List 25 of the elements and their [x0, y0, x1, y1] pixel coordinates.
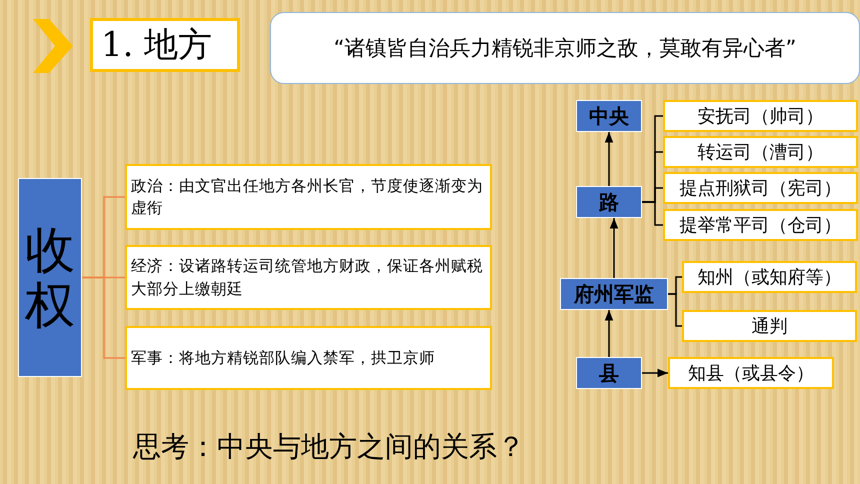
text-box: 军事：将地方精锐部队编入禁军，拱卫京师 — [125, 326, 492, 390]
text-box: 政治：由文官出任地方各州长官，节度使逐渐变为虚衔 — [125, 164, 492, 230]
text-box: 经济：设诸路转运司统管地方财政，保证各州赋税大部分上缴朝廷 — [125, 245, 492, 310]
arrow — [604, 310, 614, 357]
level-box: 中央 — [576, 100, 642, 132]
office-box: 提举常平司（仓司） — [663, 209, 858, 241]
connector-line — [82, 276, 125, 359]
connector-line — [642, 201, 663, 226]
arrow — [610, 218, 618, 278]
office-box: 转运司（漕司） — [663, 136, 858, 168]
question-text: 思考：中央与地方之间的关系？ — [133, 429, 525, 465]
vertical-title-box: 收权 — [18, 178, 82, 377]
office-box: 安抚司（帅司） — [663, 100, 858, 132]
level-box: 府州军监 — [560, 278, 668, 310]
section-title: 1. 地方 — [90, 18, 240, 72]
arrow — [642, 368, 668, 378]
office-box: 知县（或县令） — [668, 357, 834, 389]
arrow — [604, 132, 614, 186]
office-box: 通判 — [682, 310, 857, 342]
connector-line — [668, 293, 682, 327]
quote-box: “诸镇皆自治兵力精锐非京师之敌，莫敢有异心者” — [270, 12, 860, 84]
office-box: 提点刑狱司（宪司） — [663, 172, 858, 204]
level-box: 县 — [576, 357, 642, 389]
office-box: 知州（或知府等） — [682, 261, 857, 293]
level-box: 路 — [576, 186, 642, 218]
